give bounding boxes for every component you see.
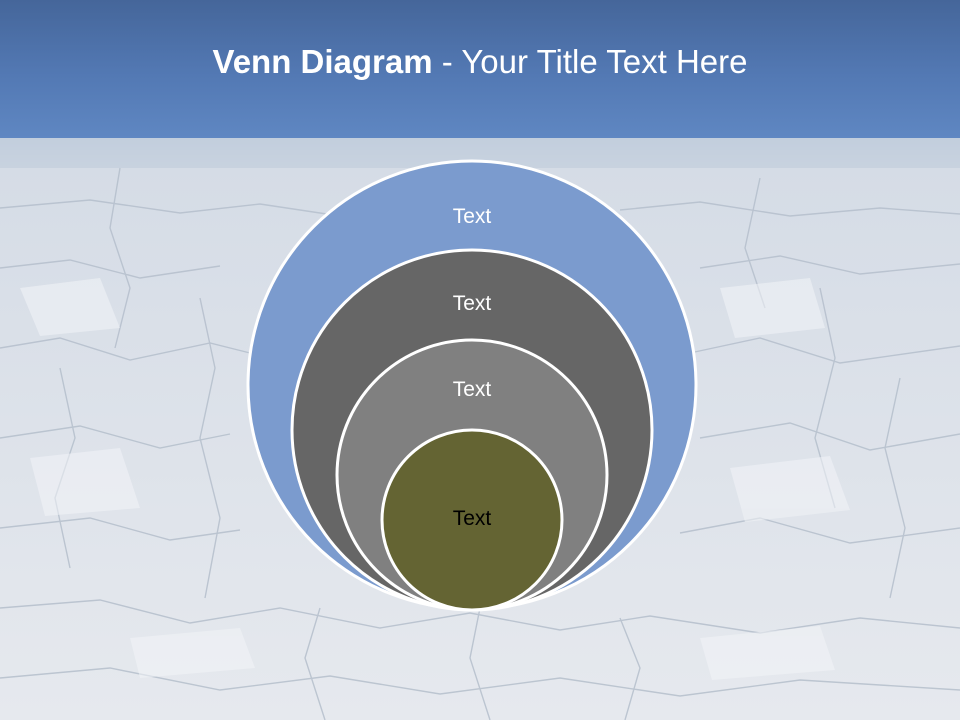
title-bold-text: Venn Diagram [212, 43, 433, 80]
venn-second-label: Text [452, 292, 492, 315]
venn-third-label: Text [452, 378, 492, 401]
venn-outer-label: Text [452, 205, 492, 228]
title-band: Venn Diagram - Your Title Text Here [0, 0, 960, 138]
title-regular-text: - Your Title Text Here [432, 43, 748, 80]
venn-inner-label: Text [452, 507, 492, 530]
slide-title: Venn Diagram - Your Title Text Here [0, 40, 960, 84]
venn-inner-circle [380, 428, 564, 612]
